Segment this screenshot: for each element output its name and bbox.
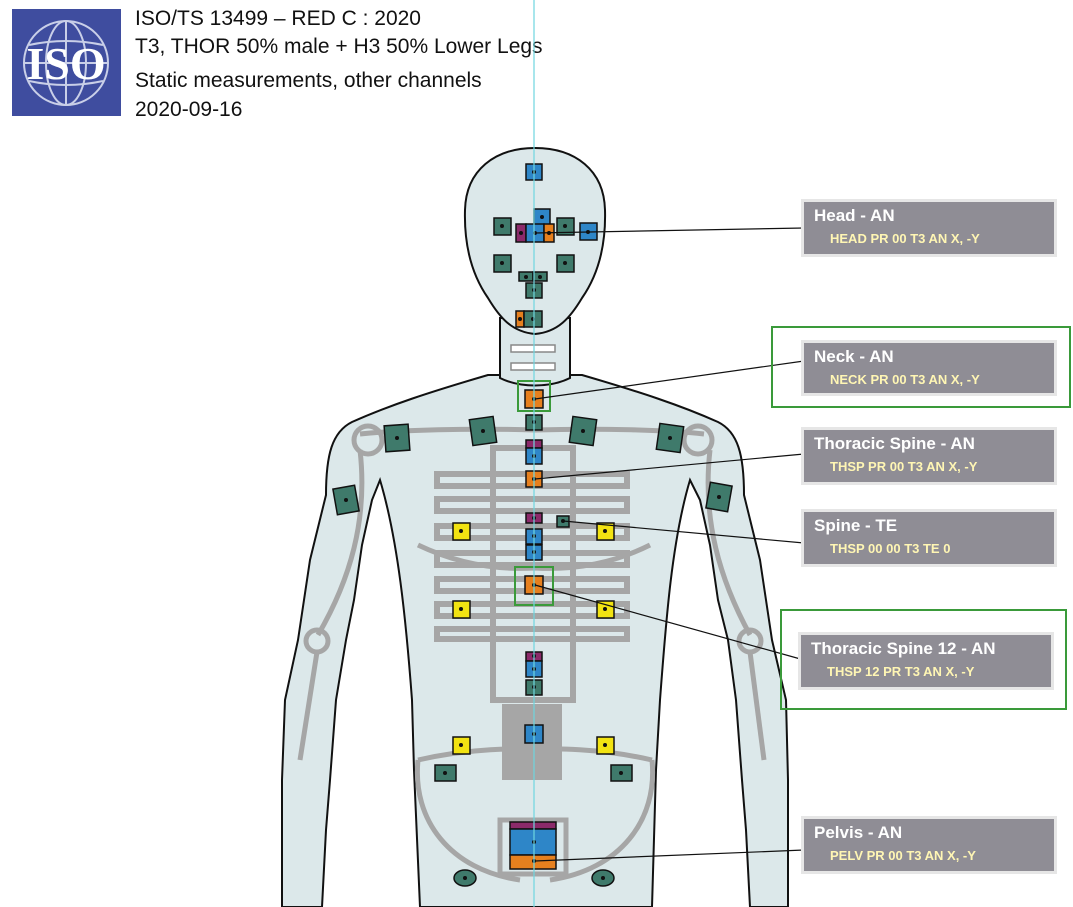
iso-logo: ISO xyxy=(12,9,121,116)
label-thoracic-spine-12-an: Thoracic Spine 12 - AN THSP 12 PR T3 AN … xyxy=(798,632,1054,690)
doc-date: 2020-09-16 xyxy=(135,98,243,121)
label-code: HEAD PR 00 T3 AN X, -Y xyxy=(830,231,980,246)
label-title: Neck - AN xyxy=(814,347,894,366)
label-title: Spine - TE xyxy=(814,516,898,535)
label-code: THSP PR 00 T3 AN X, -Y xyxy=(830,459,978,474)
neck-slots xyxy=(510,344,556,371)
doc-subtitle: T3, THOR 50% male + H3 50% Lower Legs xyxy=(135,35,543,58)
label-title: Pelvis - AN xyxy=(814,823,903,842)
label-title: Thoracic Spine 12 - AN xyxy=(811,639,996,658)
doc-title: ISO/TS 13499 – RED C : 2020 xyxy=(135,7,421,30)
label-title: Thoracic Spine - AN xyxy=(814,434,975,453)
label-code: THSP 12 PR T3 AN X, -Y xyxy=(827,664,975,679)
label-spine-te: Spine - TE THSP 00 00 T3 TE 0 xyxy=(801,509,1057,567)
label-thoracic-spine-an: Thoracic Spine - AN THSP PR 00 T3 AN X, … xyxy=(801,427,1057,485)
label-neck-an: Neck - AN NECK PR 00 T3 AN X, -Y xyxy=(801,340,1057,396)
label-highlight-neck xyxy=(771,326,1071,408)
label-pelvis-an: Pelvis - AN PELV PR 00 T3 AN X, -Y xyxy=(801,816,1057,874)
label-title: Head - AN xyxy=(814,206,895,225)
label-code: THSP 00 00 T3 TE 0 xyxy=(830,541,951,556)
label-head-an: Head - AN HEAD PR 00 T3 AN X, -Y xyxy=(801,199,1057,257)
iso-logo-text: ISO xyxy=(26,38,105,89)
label-code: NECK PR 00 T3 AN X, -Y xyxy=(830,372,980,387)
leader-lines xyxy=(534,227,805,862)
label-code: PELV PR 00 T3 AN X, -Y xyxy=(830,848,976,863)
label-highlight-thsp12 xyxy=(780,609,1067,710)
doc-description: Static measurements, other channels xyxy=(135,69,482,92)
